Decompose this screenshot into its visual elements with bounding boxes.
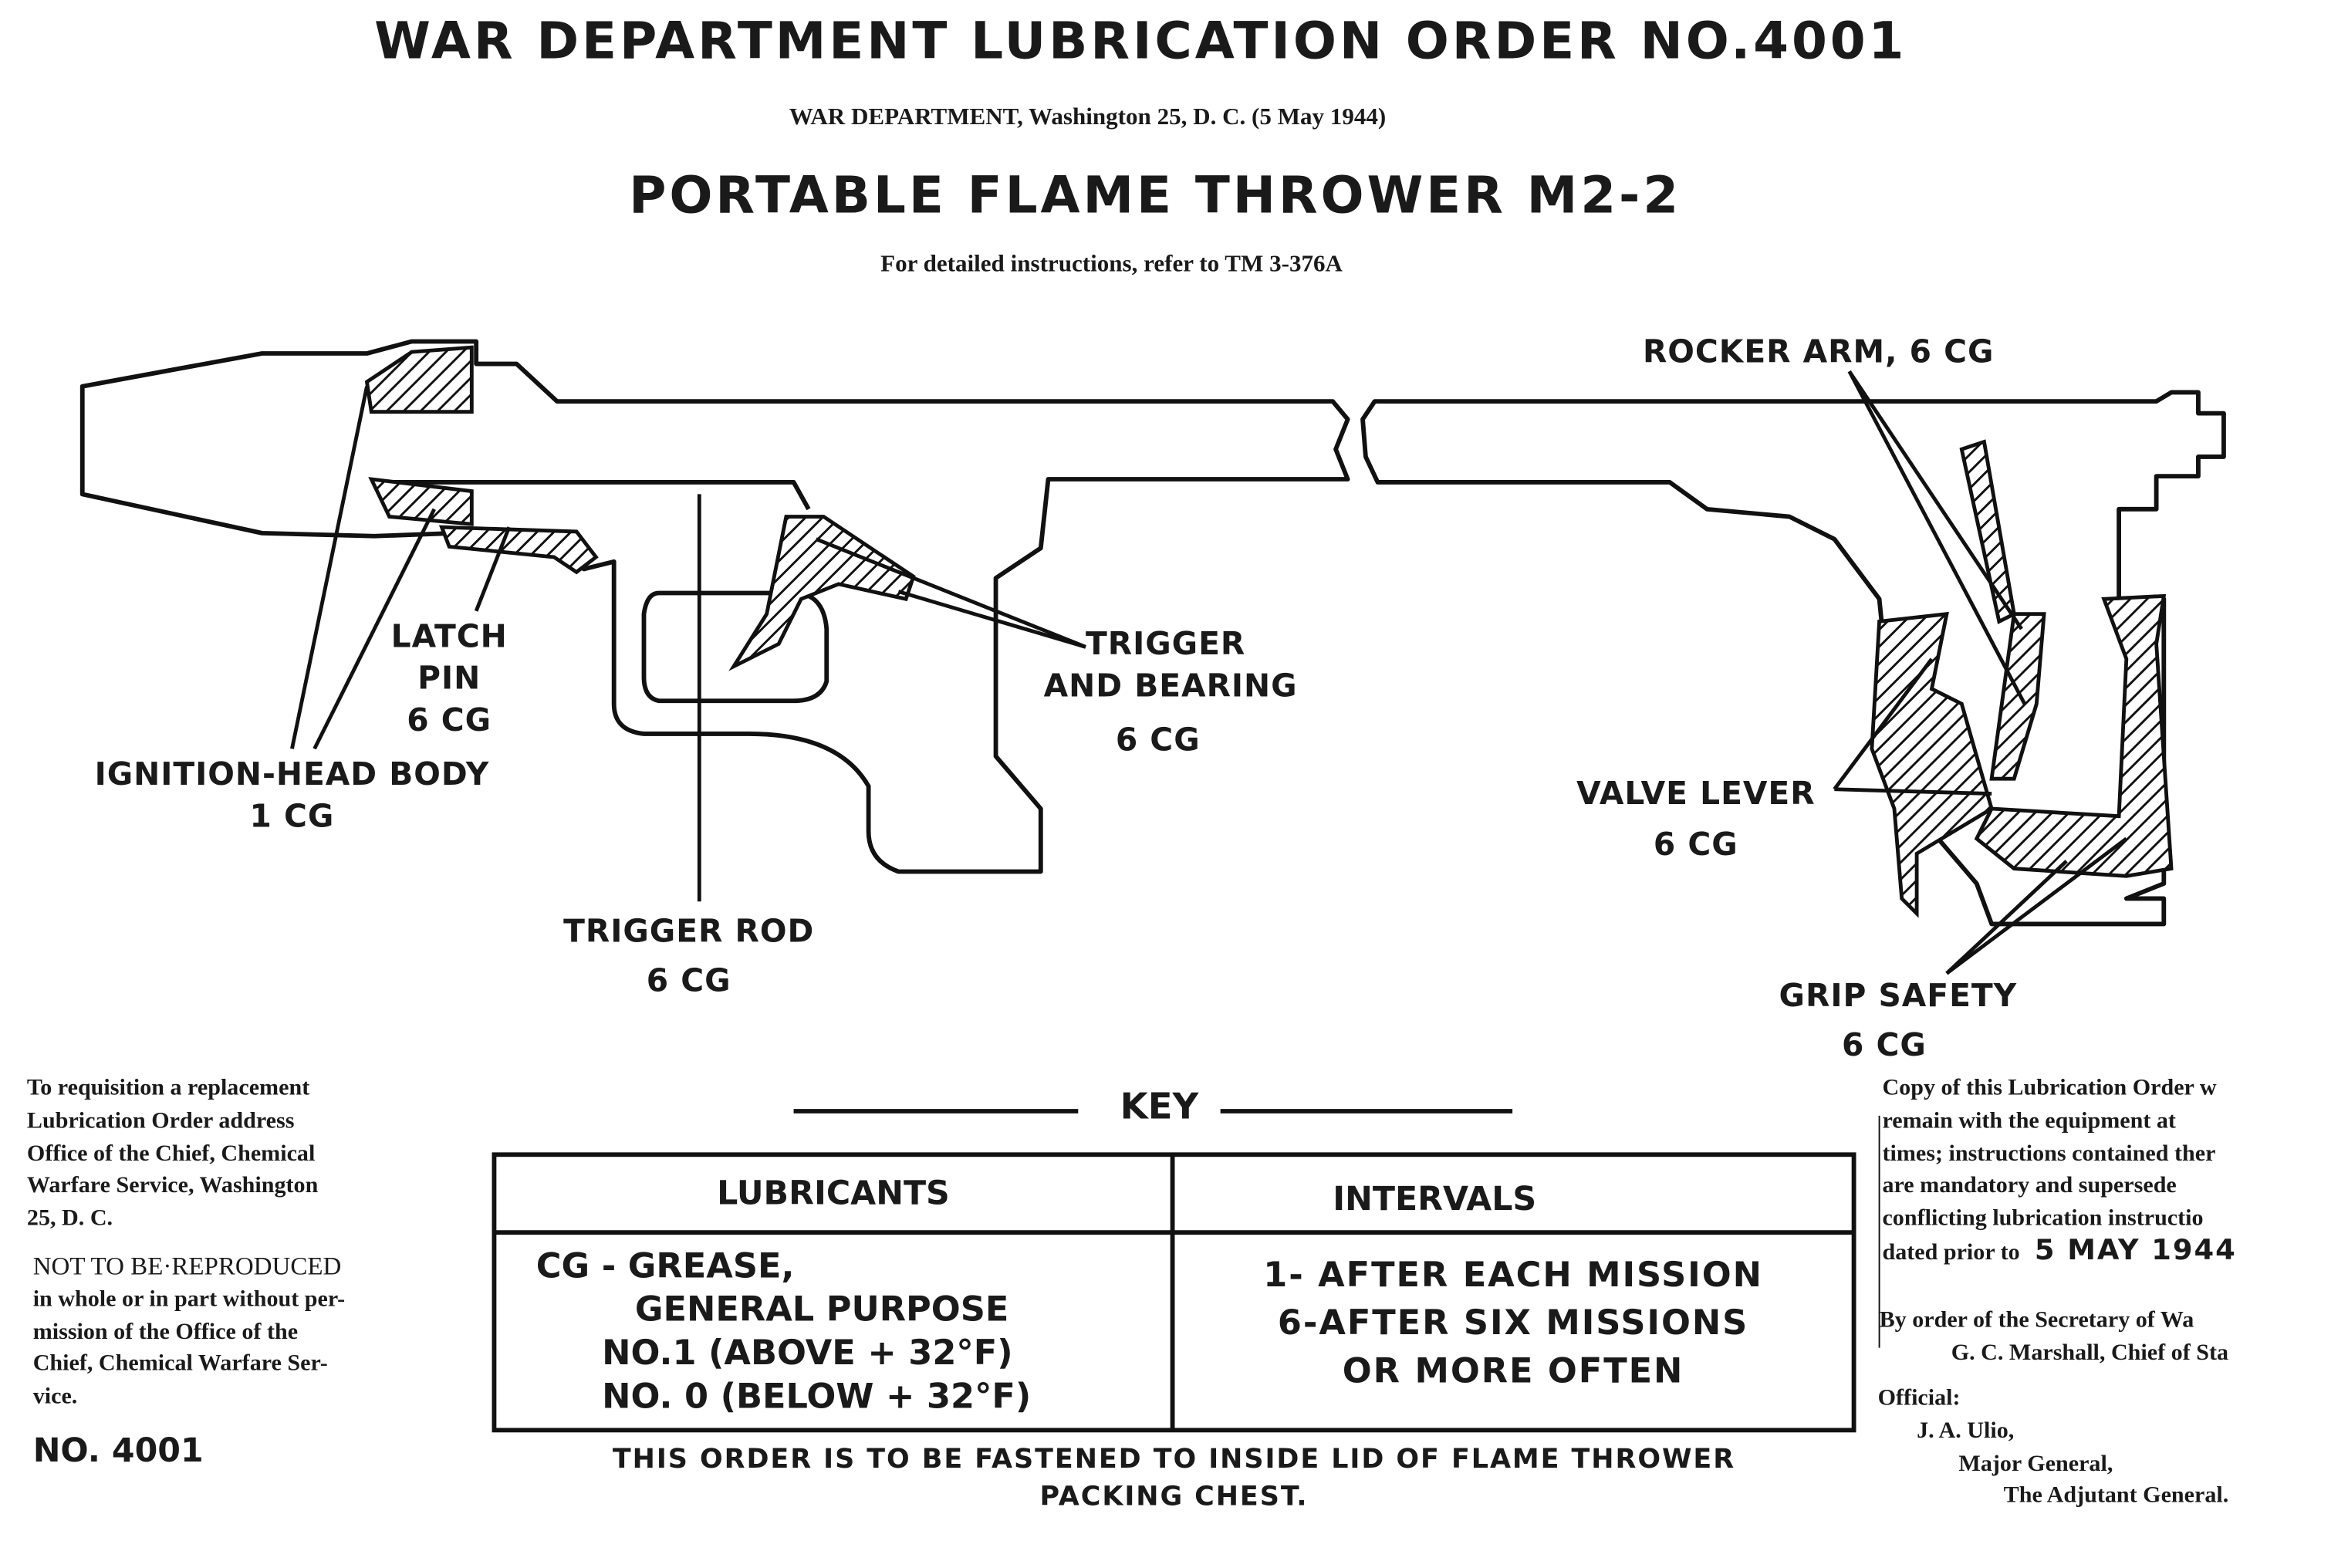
note-line: The Adjutant General. — [2003, 1483, 2229, 1509]
label-line: 6 CG — [407, 702, 492, 738]
leader-grip-1 — [1945, 836, 2128, 975]
trigger-guard — [641, 590, 829, 704]
label-trigger-rod: TRIGGER ROD 6 CG — [539, 907, 839, 1006]
footer-line: PACKING CHEST. — [1039, 1481, 1309, 1513]
lubricant-line: NO. 0 (BELOW + 32°F) — [602, 1377, 1032, 1417]
note-line: Office of the Chief, Chemical — [26, 1141, 316, 1167]
label-line: PIN — [417, 660, 481, 697]
ignition-head-hatch-bottom — [368, 477, 474, 526]
note-line: Lubrication Order address — [26, 1107, 295, 1134]
note-line: vice. — [32, 1384, 78, 1410]
official-signature-block: Official: J. A. Ulio, Major General, The… — [1878, 1382, 2229, 1512]
note-line: Chief, Chemical Warfare Ser- — [32, 1351, 328, 1377]
note-line: Warfare Service, Washington — [26, 1173, 319, 1199]
lubricant-line: CG - GREASE, — [535, 1247, 795, 1287]
label-line: 1 CG — [249, 798, 335, 834]
dated-prefix: dated prior to — [1882, 1239, 2020, 1266]
grip-safety-hatch — [1974, 593, 2174, 878]
page-title: WAR DEPARTMENT LUBRICATION ORDER NO.4001 — [374, 12, 1907, 73]
rocker-arm-hatch — [1959, 439, 2016, 624]
leader-rocker-1 — [1847, 370, 2026, 705]
key-lubricants: CG - GREASE, GENERAL PURPOSE NO.1 (ABOVE… — [536, 1246, 1032, 1420]
note-line: By order of the Secretary of Wa — [1879, 1307, 2194, 1333]
by-order-note: By order of the Secretary of Wa G. C. Ma… — [1880, 1304, 2228, 1370]
label-line: TRIGGER — [1086, 626, 1246, 662]
lubricant-line: GENERAL PURPOSE — [634, 1290, 1009, 1330]
key-header-lubricants: LUBRICANTS — [717, 1175, 950, 1213]
key-title: KEY — [1120, 1086, 1199, 1128]
interval-line: OR MORE OFTEN — [1342, 1352, 1684, 1391]
label-line: LATCH — [390, 618, 508, 655]
label-latch-pin: LATCH PIN 6 CG — [374, 616, 524, 742]
leader-ignition-1 — [290, 386, 369, 749]
label-line: TRIGGER ROD — [563, 913, 815, 950]
reference-line: For detailed instructions, refer to TM 3… — [880, 252, 1343, 278]
order-number: NO. 4001 — [32, 1433, 204, 1471]
leader-trigger-1 — [815, 537, 1086, 649]
label-rocker-arm: ROCKER ARM, 6 CG — [1642, 333, 1995, 370]
note-line: are mandatory and supersede — [1882, 1173, 2177, 1199]
label-line: 6 CG — [1842, 1027, 1927, 1063]
valve-lever-hatch — [1870, 611, 1994, 918]
trigger-hatch — [728, 515, 916, 671]
key-header-intervals: INTERVALS — [1333, 1181, 1537, 1219]
note-line: times; instructions contained ther — [1882, 1141, 2216, 1167]
key-footer: THIS ORDER IS TO BE FASTENED TO INSIDE L… — [494, 1441, 1853, 1516]
note-line: mission of the Office of the — [32, 1318, 299, 1344]
label-line: VALVE LEVER — [1576, 776, 1816, 812]
gun-outline-right — [1360, 390, 2226, 927]
label-trigger: TRIGGER AND BEARING 6 CG — [1044, 623, 1298, 761]
label-line: GRIP SAFETY — [1779, 978, 2018, 1014]
leader-latch — [474, 526, 512, 612]
latch-pin-hatch — [438, 525, 599, 575]
not-reproduced-note: NOT TO BE·REPRODUCED in whole or in part… — [33, 1250, 345, 1414]
key-intervals: 1- AFTER EACH MISSION 6-AFTER SIX MISSIO… — [1173, 1252, 1854, 1395]
lubricant-line: NO.1 (ABOVE + 32°F) — [602, 1334, 1013, 1374]
copy-note: Copy of this Lubrication Order w remain … — [1882, 1073, 2236, 1270]
interval-line: 1- AFTER EACH MISSION — [1263, 1256, 1763, 1296]
label-grip-safety: GRIP SAFETY 6 CG — [1779, 972, 2018, 1071]
supersede-date: 5 MAY 1944 — [2034, 1234, 2237, 1267]
note-line: conflicting lubrication instructio — [1882, 1205, 2204, 1232]
note-line: Major General, — [1958, 1450, 2113, 1476]
note-line: remain with the equipment at — [1882, 1107, 2176, 1134]
label-line: 6 CG — [646, 962, 731, 999]
leader-rocker-2 — [1847, 370, 2023, 630]
ignition-head-hatch-top — [364, 345, 474, 414]
valve-hatch — [1989, 612, 2046, 781]
note-line: Official: — [1877, 1385, 1961, 1411]
label-line: IGNITION-HEAD BODY — [94, 756, 490, 792]
label-line: 6 CG — [1115, 721, 1201, 758]
equipment-title: PORTABLE FLAME THROWER M2-2 — [629, 166, 1682, 227]
leader-valve-1 — [1833, 657, 1934, 791]
note-line: J. A. Ulio, — [1917, 1418, 2015, 1444]
leader-valve-2 — [1834, 787, 1992, 796]
label-ignition-head: IGNITION-HEAD BODY 1 CG — [75, 753, 509, 837]
note-line: Copy of this Lubrication Order w — [1882, 1075, 2217, 1101]
note-line: NOT TO BE·REPRODUCED — [32, 1252, 342, 1281]
gun-outline-left — [79, 339, 1350, 874]
requisition-note: To requisition a replacement Lubrication… — [27, 1073, 318, 1236]
note-line: To requisition a replacement — [26, 1075, 310, 1101]
leader-ignition-2 — [313, 508, 436, 750]
interval-line: 6-AFTER SIX MISSIONS — [1277, 1304, 1749, 1343]
note-line: G. C. Marshall, Chief of Sta — [1951, 1340, 2229, 1366]
label-line: 6 CG — [1653, 826, 1738, 863]
leader-grip-2 — [1945, 860, 2068, 975]
leader-trigger-2 — [897, 590, 1086, 649]
label-line: AND BEARING — [1043, 667, 1298, 705]
label-valve-lever: VALVE LEVER 6 CG — [1557, 769, 1834, 870]
trigger-rod-line — [374, 479, 811, 511]
footer-line: THIS ORDER IS TO BE FASTENED TO INSIDE L… — [612, 1443, 1736, 1475]
issuer-line: WAR DEPARTMENT, Washington 25, D. C. (5 … — [789, 104, 1387, 130]
note-line: in whole or in part without per- — [32, 1286, 346, 1312]
note-line: 25, D. C. — [26, 1205, 113, 1232]
